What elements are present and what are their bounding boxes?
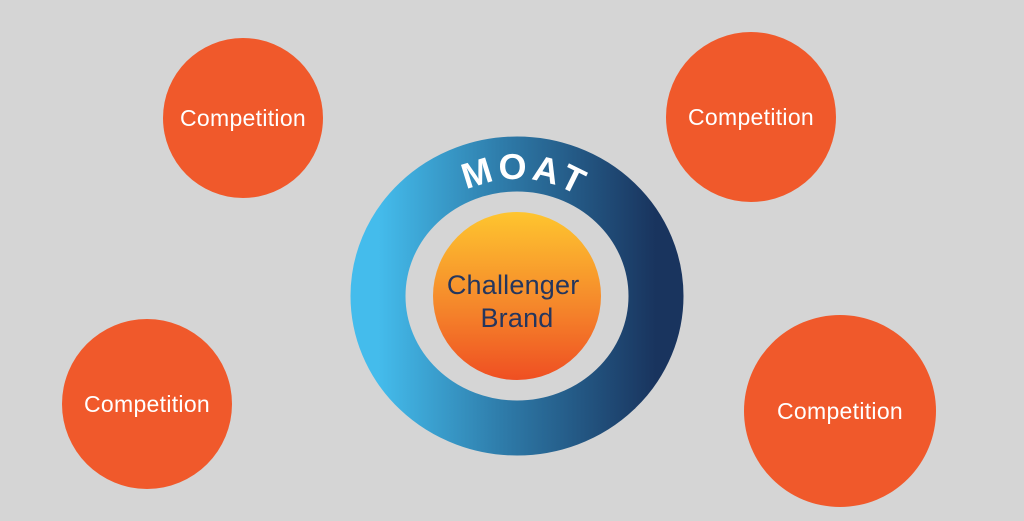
challenger-brand-label: Challenger Brand xyxy=(447,270,587,333)
competition-circle-shape xyxy=(62,319,232,489)
competition-circle-shape xyxy=(666,32,836,202)
challenger-brand-circle xyxy=(433,212,601,380)
competition-circle-top-right: Competition xyxy=(666,32,836,202)
challenger-brand-label-line2: Brand xyxy=(480,303,553,333)
challenger-brand-label-line1: Challenger xyxy=(447,270,580,300)
competition-label: Competition xyxy=(688,104,814,130)
competition-label: Competition xyxy=(777,398,903,424)
competition-circle-shape xyxy=(163,38,323,198)
competition-circle-bottom-left: Competition xyxy=(62,319,232,489)
competition-circle-bottom-right: Competition xyxy=(744,315,936,507)
competition-label: Competition xyxy=(84,391,210,417)
competition-label: Competition xyxy=(180,105,306,131)
competition-circle-top-left: Competition xyxy=(163,38,323,198)
competition-circle-shape xyxy=(744,315,936,507)
moat-ring xyxy=(350,136,684,456)
